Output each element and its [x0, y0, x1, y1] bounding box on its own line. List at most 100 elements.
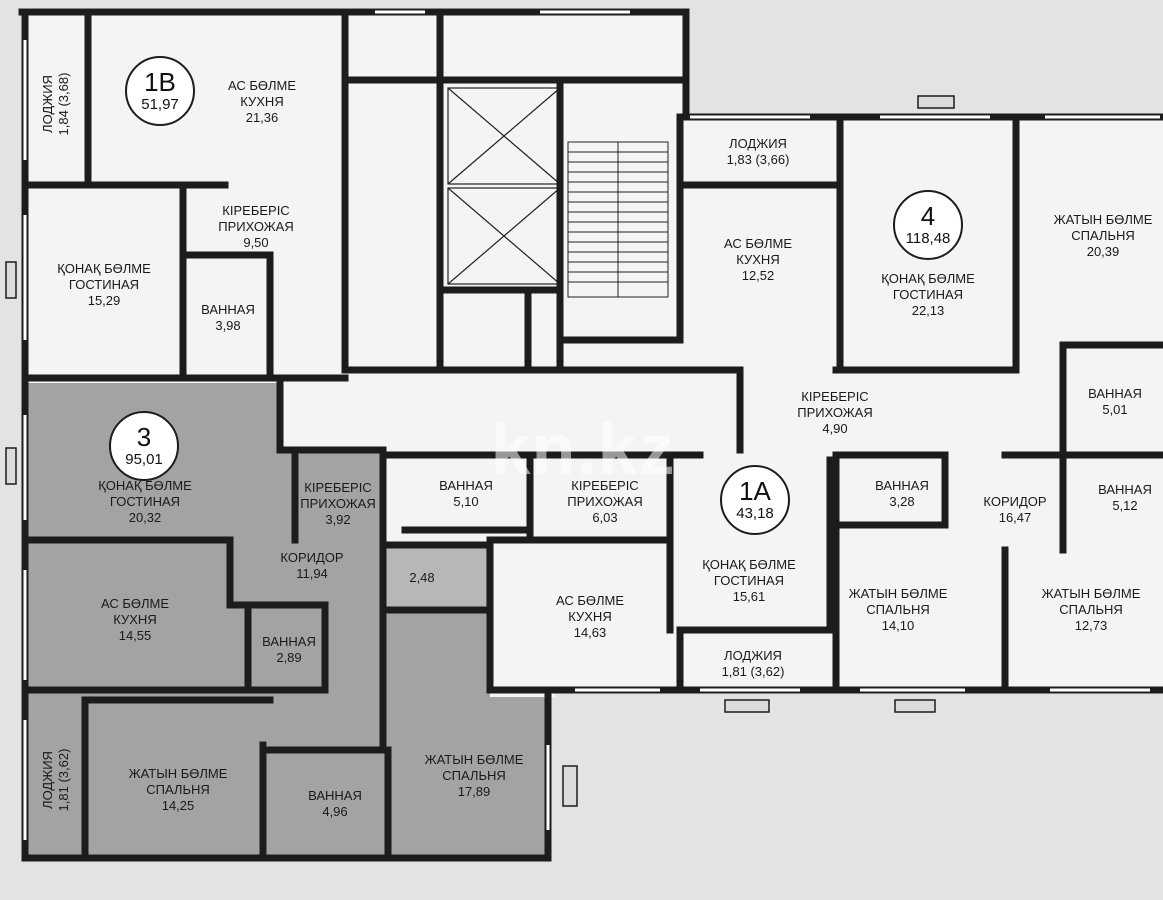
room-4-bed-1-area: 20,39: [1086, 244, 1120, 259]
room-1a-living-area: 15,61: [732, 589, 766, 604]
apartment-1a-id: 1А: [739, 476, 771, 506]
room-3-living-kz: ҚОНАҚ БӨЛМЕ: [98, 478, 192, 493]
room-1b-kitchen-ru: КУХНЯ: [240, 94, 284, 109]
badge-1a-circle: [720, 465, 790, 535]
room-3-bed-2-area: 17,89: [457, 784, 491, 799]
room-1a-kitchen-kz: АС БӨЛМЕ: [555, 593, 625, 608]
room-1a-hall-area: 6,03: [592, 510, 618, 525]
room-1a-hall: КІРЕБЕРІС ПРИХОЖАЯ 6,03: [567, 478, 643, 526]
room-4-bath-2: ВАННАЯ 3,28: [875, 478, 929, 510]
room-4-living-area: 22,13: [911, 303, 945, 318]
room-3-bath-1: ВАННАЯ 2,89: [262, 634, 316, 666]
apartment-1a-area: 43,18: [736, 505, 774, 522]
room-1b-loggia-name: ЛОДЖИЯ: [40, 75, 55, 133]
room-1a-hall-ru: ПРИХОЖАЯ: [567, 494, 643, 509]
windows: [23, 10, 1160, 840]
room-4-bath-2-area: 3,28: [889, 494, 915, 509]
room-1b-living-kz: ҚОНАҚ БӨЛМЕ: [57, 261, 151, 276]
room-1a-kitchen-ru: КУХНЯ: [568, 609, 612, 624]
elevator-shaft-2-x2: [447, 187, 561, 285]
apartment-badges: [109, 56, 963, 535]
room-4-hall: КІРЕБЕРІС ПРИХОЖАЯ 4,90: [797, 389, 873, 437]
apartment-3-fill: [28, 383, 545, 855]
room-4-bed-1: ЖАТЫН БӨЛМЕ СПАЛЬНЯ 20,39: [1054, 212, 1153, 260]
room-3-bed-1-kz: ЖАТЫН БӨЛМЕ: [128, 766, 228, 781]
room-3-kitchen-kz: АС БӨЛМЕ: [100, 596, 170, 611]
room-4-bed-3: ЖАТЫН БӨЛМЕ СПАЛЬНЯ 12,73: [1042, 586, 1141, 634]
apartment-1b-id: 1В: [144, 67, 176, 97]
room-4-bath-1-area: 5,01: [1102, 402, 1128, 417]
radiator-2: [5, 447, 17, 485]
room-4-bath-1-name: ВАННАЯ: [1088, 386, 1142, 401]
room-3-bath-2-name: ВАННАЯ: [308, 788, 362, 803]
radiators: [5, 95, 955, 807]
room-3-corridor-name: КОРИДОР: [280, 550, 344, 565]
radiator-5: [894, 699, 936, 713]
room-4-living: ҚОНАҚ БӨЛМЕ ГОСТИНАЯ 22,13: [881, 271, 975, 319]
room-3-bath-1-name: ВАННАЯ: [262, 634, 316, 649]
room-3-living-area: 20,32: [128, 510, 162, 525]
room-3-bed-2: ЖАТЫН БӨЛМЕ СПАЛЬНЯ 17,89: [425, 752, 524, 800]
room-1a-hall-kz: КІРЕБЕРІС: [571, 478, 639, 493]
room-1b-living-area: 15,29: [87, 293, 121, 308]
apartment-3-id: 3: [136, 422, 152, 452]
room-3-bed-2-kz: ЖАТЫН БӨЛМЕ: [424, 752, 524, 767]
room-4-kitchen-kz: АС БӨЛМЕ: [723, 236, 793, 251]
staircase: [567, 141, 669, 298]
room-3-loggia-name: ЛОДЖИЯ: [40, 751, 55, 809]
room-1a-living-ru: ГОСТИНАЯ: [713, 573, 785, 588]
elevator-shaft-1-x2: [447, 87, 561, 185]
room-4-hall-area: 4,90: [822, 421, 848, 436]
room-4-hall-ru: ПРИХОЖАЯ: [797, 405, 873, 420]
room-4-bed-2: ЖАТЫН БӨЛМЕ СПАЛЬНЯ 14,10: [849, 586, 948, 634]
room-3-bed-1: ЖАТЫН БӨЛМЕ СПАЛЬНЯ 14,25: [129, 766, 228, 814]
room-4-bath-3: ВАННАЯ 5,12: [1098, 482, 1152, 514]
apartment-1b-badge: 1В 51,97: [141, 68, 179, 114]
room-3-kitchen: АС БӨЛМЕ КУХНЯ 14,55: [101, 596, 169, 644]
room-4-bed-3-area: 12,73: [1074, 618, 1108, 633]
room-1a-loggia: ЛОДЖИЯ 1,81 (3,62): [722, 648, 785, 680]
apartment-1b-area: 51,97: [141, 96, 179, 113]
room-3-hall-kz: КІРЕБЕРІС: [304, 480, 372, 495]
room-1a-living-kz: ҚОНАҚ БӨЛМЕ: [702, 557, 796, 572]
room-3-loggia-area: 1,81 (3,62): [56, 748, 71, 812]
room-1a-kitchen: АС БӨЛМЕ КУХНЯ 14,63: [556, 593, 624, 641]
room-1b-loggia-area: 1,84 (3,68): [56, 72, 71, 136]
room-3-living: ҚОНАҚ БӨЛМЕ ГОСТИНАЯ 20,32: [98, 478, 192, 526]
room-4-corridor-area: 16,47: [998, 510, 1032, 525]
room-4-corridor-name: КОРИДОР: [983, 494, 1047, 509]
room-3-bed-1-ru: СПАЛЬНЯ: [146, 782, 210, 797]
room-4-bed-3-kz: ЖАТЫН БӨЛМЕ: [1041, 586, 1141, 601]
room-4-bath-3-name: ВАННАЯ: [1098, 482, 1152, 497]
room-3-hall: КІРЕБЕРІС ПРИХОЖАЯ 3,92: [300, 480, 376, 528]
room-4-living-ru: ГОСТИНАЯ: [892, 287, 964, 302]
room-3-kitchen-area: 14,55: [118, 628, 152, 643]
apartment-3-closet-fill: [386, 548, 486, 610]
room-4-bed-1-kz: ЖАТЫН БӨЛМЕ: [1053, 212, 1153, 227]
room-1b-kitchen-area: 21,36: [245, 110, 279, 125]
radiator-6: [562, 765, 578, 807]
room-1b-living: ҚОНАҚ БӨЛМЕ ГОСТИНАЯ 15,29: [57, 261, 151, 309]
room-1a-kitchen-area: 14,63: [573, 625, 607, 640]
radiator-3: [917, 95, 955, 109]
room-4-loggia: ЛОДЖИЯ 1,83 (3,66): [727, 136, 790, 168]
room-4-loggia-area: 1,83 (3,66): [726, 152, 790, 167]
room-3-closet-area: 2,48: [409, 570, 435, 585]
room-3-living-ru: ГОСТИНАЯ: [109, 494, 181, 509]
room-3-bath-1-area: 2,89: [276, 650, 302, 665]
room-1b-hall-ru: ПРИХОЖАЯ: [218, 219, 294, 234]
room-4-loggia-name: ЛОДЖИЯ: [729, 136, 787, 151]
room-1a-bath-name: ВАННАЯ: [439, 478, 493, 493]
apartment-3-light: [386, 548, 486, 610]
room-1b-bath-area: 3,98: [215, 318, 241, 333]
badge-3-circle: [109, 411, 179, 481]
room-3-bed-1-area: 14,25: [161, 798, 195, 813]
room-1b-kitchen: АС БӨЛМЕ КУХНЯ 21,36: [228, 78, 296, 126]
radiator-1: [5, 261, 17, 299]
room-1b-hall-area: 9,50: [243, 235, 269, 250]
room-1b-bath: ВАННАЯ 3,98: [201, 302, 255, 334]
room-4-bed-2-ru: СПАЛЬНЯ: [866, 602, 930, 617]
apartment-3-badge: 3 95,01: [125, 423, 163, 469]
room-1b-hall-kz: КІРЕБЕРІС: [222, 203, 290, 218]
